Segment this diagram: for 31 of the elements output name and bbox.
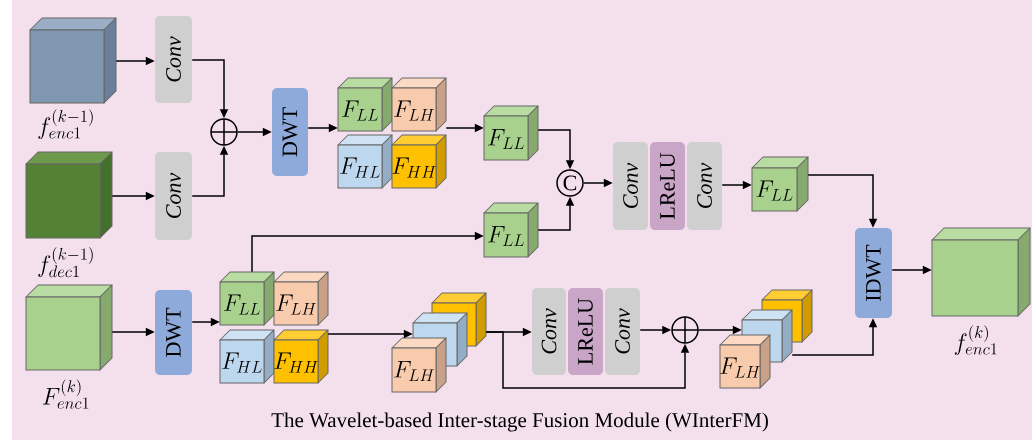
conv-block: Conv bbox=[532, 288, 566, 375]
activation-block: LReLU bbox=[568, 288, 603, 375]
feature-cube: $F_{LL}$ bbox=[751, 156, 809, 212]
conv-block: Conv bbox=[155, 16, 192, 103]
conv-block: Conv bbox=[613, 142, 648, 230]
feature-cube: $F_{LL}$ bbox=[483, 202, 539, 258]
feature-cube: $F_{HH}$ bbox=[273, 329, 329, 384]
feature-cube: $F_{LL}$ bbox=[219, 271, 275, 326]
sum-symbol bbox=[671, 316, 699, 344]
feature-cube: $F_{LH}$ bbox=[273, 271, 329, 326]
feature-cube: $F_{LH}$ bbox=[391, 77, 447, 132]
transform-block: DWT bbox=[155, 290, 192, 375]
feature-label: $f_{enc1}^{(k-1)}$ bbox=[38, 109, 93, 140]
conv-block: Conv bbox=[605, 288, 640, 375]
feature-cube: $F_{HH}$ bbox=[391, 134, 447, 189]
feature-cube: $F_{HL}$ bbox=[337, 134, 393, 189]
feature-cube: $F_{LH}$ bbox=[391, 337, 447, 393]
feature-cube: $F_{LH}$ bbox=[719, 334, 771, 389]
activation-block: LReLU bbox=[650, 142, 685, 230]
conv-block: Conv bbox=[155, 152, 192, 240]
feature-cube: $F_{LL}$ bbox=[337, 77, 393, 132]
conv-block: Conv bbox=[687, 142, 722, 230]
caption: The Wavelet-based Inter-stage Fusion Module (WInterFM) bbox=[271, 412, 768, 432]
feature-cube: $F_{LL}$ bbox=[483, 105, 539, 161]
feature-label: $f_{dec1}^{(k-1)}$ bbox=[38, 247, 93, 278]
feature-cube: $F_{HL}$ bbox=[219, 329, 275, 384]
feature-label: $f_{enc1}^{(k)}$ bbox=[954, 325, 997, 356]
sum-symbol bbox=[210, 118, 238, 146]
transform-block: DWT bbox=[272, 88, 308, 176]
transform-block: IDWT bbox=[855, 228, 892, 318]
feature-label: $F_{enc1}^{(k)}$ bbox=[42, 379, 89, 409]
